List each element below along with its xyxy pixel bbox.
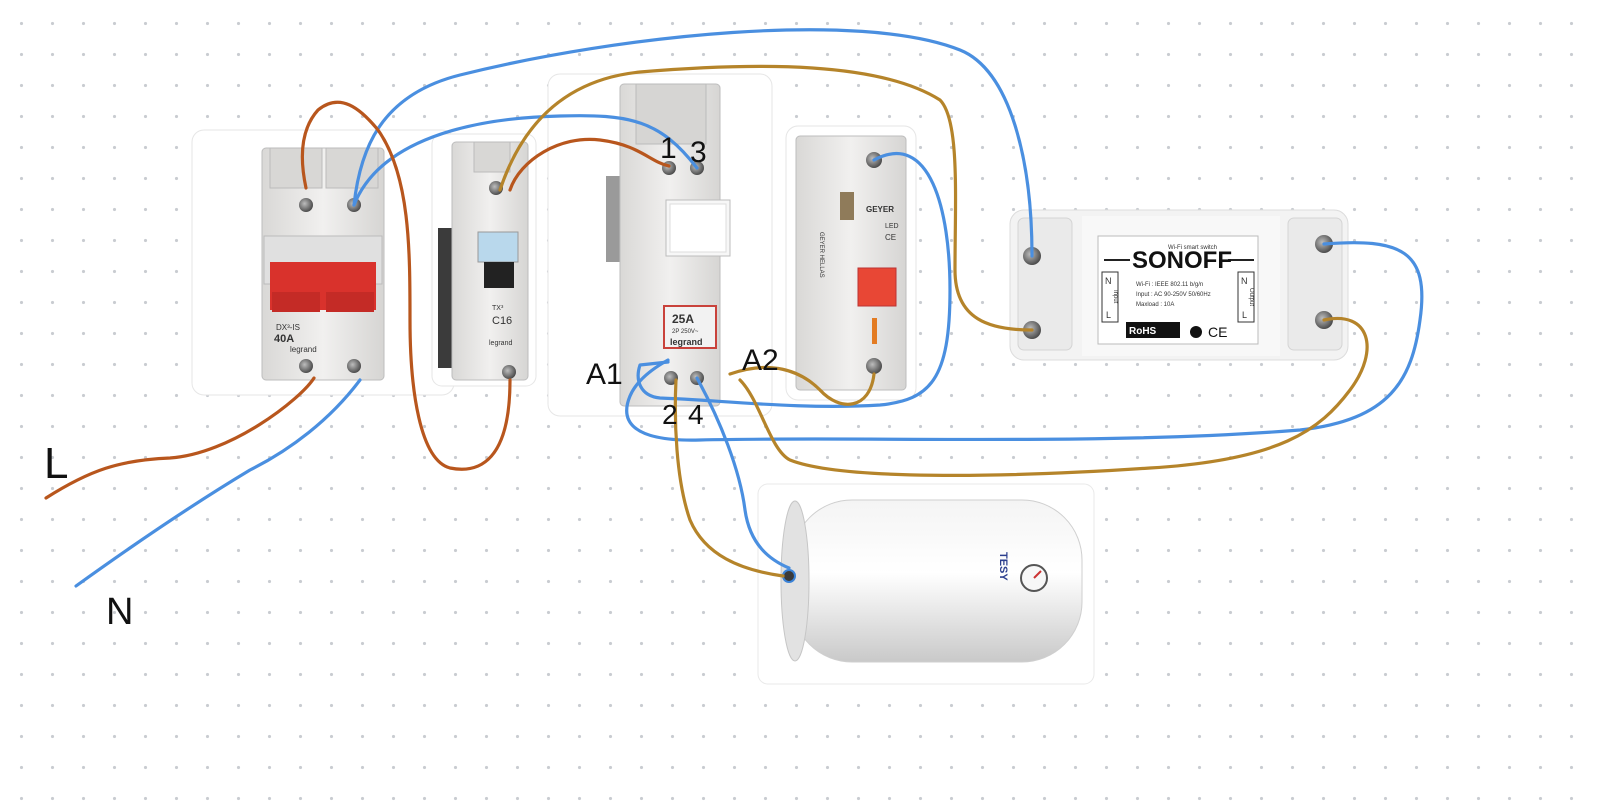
contactor-terminal-1: 1 <box>660 132 677 165</box>
sonoff-rohs: RoHS <box>1129 326 1157 337</box>
heater-inlet-icon <box>782 569 796 583</box>
sonoff-l-left: L <box>1106 310 1111 320</box>
coil-a2-label: A2 <box>742 344 779 377</box>
neutral-wire-indicator-loop <box>636 152 952 408</box>
main-switch-screw-icon <box>347 359 361 373</box>
sonoff-spec-maxload: Maxload : 10A <box>1136 302 1174 308</box>
sonoff-led-icon <box>1190 326 1202 338</box>
sonoff-spec-wifi: Wi-Fi : IEEE 802.11 b/g/n <box>1136 282 1203 288</box>
neutral-wire-to-heater <box>695 376 791 570</box>
main-switch-model: DX³-IS <box>276 323 300 332</box>
indicator-screw-icon <box>866 358 882 374</box>
main-switch-40a: DX³-IS 40A legrand <box>191 129 455 396</box>
contactor-voltage: 2P 250V~ <box>672 329 699 335</box>
sonoff-spec-input: Input : AC 90-250V 50/60Hz <box>1136 292 1211 298</box>
live-wire-sonoff-output-to-coil <box>738 316 1369 477</box>
coil-a1-label: A1 <box>586 358 623 391</box>
breaker-toggle <box>484 262 514 288</box>
sonoff-ce: CE <box>1208 324 1227 340</box>
indicator-red-lens <box>857 267 897 307</box>
indicator-lamp: GEYER LED CE GEYER HELLAS <box>785 125 917 401</box>
indicator-ce-text: CE <box>885 233 896 242</box>
live-wire-breaker-to-sonoff <box>498 64 1034 332</box>
main-switch-brand: legrand <box>290 345 317 354</box>
sonoff-brand: SONOFF <box>1132 247 1232 274</box>
indicator-brand: GEYER <box>866 205 894 214</box>
neutral-wire-top-loop <box>352 28 1034 258</box>
sonoff-input-label: Input <box>1112 290 1118 304</box>
neutral-wire-in <box>74 378 362 588</box>
contactor-brand: legrand <box>670 337 703 347</box>
live-wire-to-heater <box>673 378 785 578</box>
sonoff-smart-switch: SONOFF Wi-Fi smart switch Wi-Fi : IEEE 8… <box>1009 209 1349 361</box>
breaker-brand: legrand <box>489 340 512 347</box>
sonoff-n-left: N <box>1105 276 1112 286</box>
live-wire-coil-a2-indicator <box>728 365 876 406</box>
contactor-terminal-2: 2 <box>662 399 678 430</box>
main-switch-screw-icon <box>299 198 313 212</box>
wires <box>44 28 1424 588</box>
neutral-wire-to-contactor-3 <box>352 114 699 207</box>
water-heater: TESY <box>757 483 1095 685</box>
breaker-rating: C16 <box>492 315 512 327</box>
line-label: L <box>44 439 68 488</box>
sonoff-n-right: N <box>1241 276 1248 286</box>
sonoff-subtitle: Wi-Fi smart switch <box>1168 245 1217 251</box>
main-switch-rating: 40A <box>274 333 294 345</box>
breaker-c16: TX³ C16 legrand <box>431 133 537 387</box>
breaker-model: TX³ <box>492 305 504 312</box>
main-switch-screw-icon <box>299 359 313 373</box>
neutral-label: N <box>106 591 133 633</box>
neutral-wire-sonoff-output <box>625 241 1424 442</box>
indicator-side-text: GEYER HELLAS <box>818 232 824 278</box>
contactor-terminal-4: 4 <box>688 399 704 430</box>
sonoff-l-right: L <box>1242 310 1247 320</box>
heater-brand: TESY <box>997 552 1009 581</box>
breaker-screw-icon <box>502 365 516 379</box>
indicator-led-text: LED <box>885 223 899 230</box>
live-wire-in <box>44 376 316 500</box>
sonoff-output-label: Output <box>1248 288 1254 306</box>
live-wire-breaker-to-contactor-1 <box>508 137 671 192</box>
contactor-terminal-3: 3 <box>690 136 707 169</box>
contactor-rating: 25A <box>672 312 694 326</box>
live-wire-bridge <box>300 100 512 471</box>
